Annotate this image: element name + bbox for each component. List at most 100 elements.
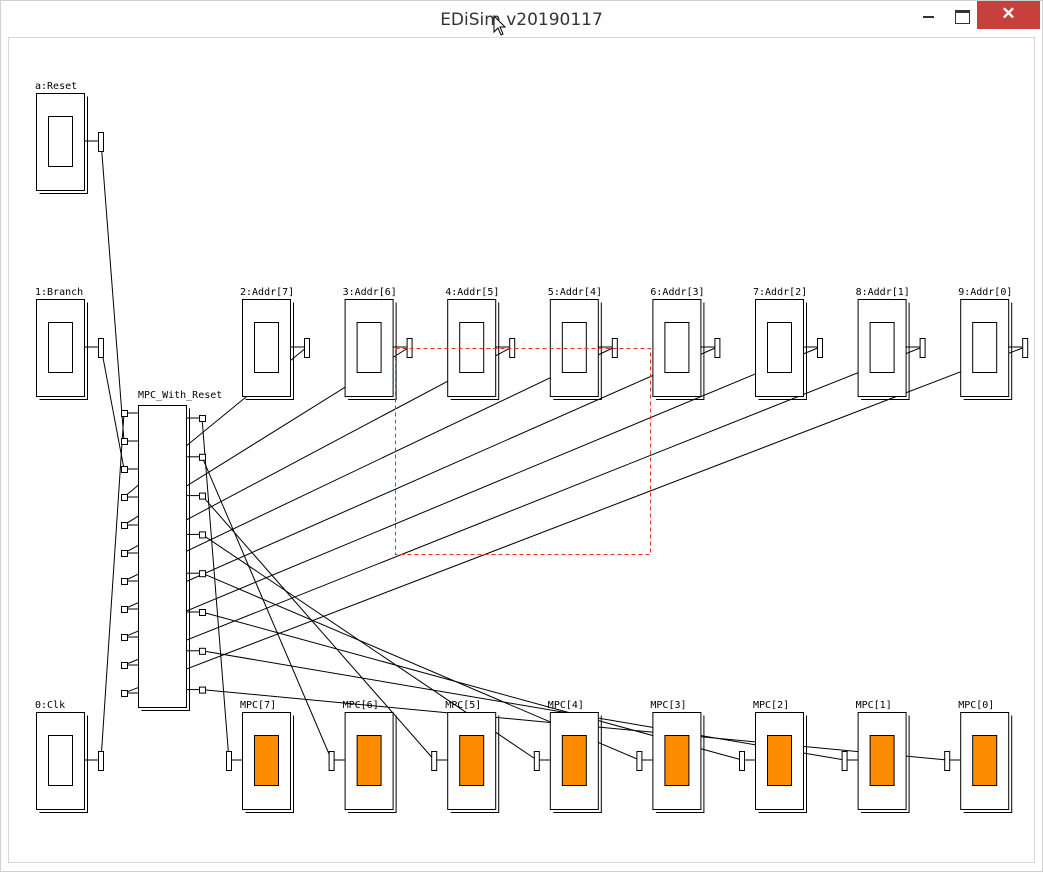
chip-input-pin-7[interactable] <box>121 606 128 613</box>
input-switch-0[interactable] <box>48 116 73 167</box>
chip-output-pin-0[interactable] <box>199 415 206 422</box>
wire-reset <box>100 140 125 442</box>
input-label-0: a:Reset <box>35 81 77 92</box>
chip-input-pin-9[interactable] <box>121 662 128 669</box>
output-pin-6[interactable] <box>841 751 848 771</box>
output-label-2: MPC[5] <box>445 700 481 711</box>
chip-output-pin-2[interactable] <box>199 492 206 500</box>
output-label-1: MPC[6] <box>343 700 379 711</box>
chip-input-pin-5[interactable] <box>121 550 128 557</box>
addr-switch-4[interactable] <box>664 322 690 373</box>
output-block-4-shadow <box>655 715 705 813</box>
output-pin-5[interactable] <box>739 751 745 771</box>
input-block-2-shadow <box>39 715 88 813</box>
addr-pin-0[interactable] <box>304 338 310 358</box>
addr-block-6[interactable] <box>857 299 907 397</box>
chip-output-pin-7[interactable] <box>199 686 206 694</box>
output-label-4: MPC[3] <box>650 700 686 711</box>
addr-label-4: 6:Addr[3] <box>650 287 704 298</box>
chip-input-pin-4[interactable] <box>121 522 128 529</box>
output-block-1-shadow <box>348 715 397 813</box>
addr-block-4-shadow <box>655 302 705 400</box>
addr-switch-6[interactable] <box>869 322 895 373</box>
output-pin-0[interactable] <box>226 751 232 771</box>
addr-pin-7[interactable] <box>1022 338 1029 358</box>
addr-pin-4[interactable] <box>714 338 721 358</box>
output-label-7: MPC[0] <box>958 700 994 711</box>
addr-block-2-shadow <box>450 302 500 400</box>
wire-addr-4 <box>123 346 718 610</box>
addr-label-0: 2:Addr[7] <box>240 287 294 298</box>
input-pin-0[interactable] <box>98 132 104 152</box>
addr-switch-7[interactable] <box>972 322 998 373</box>
addr-pin-6[interactable] <box>919 338 926 358</box>
wire-out-0 <box>201 417 230 761</box>
chip-body[interactable] <box>138 405 187 708</box>
output-label-5: MPC[2] <box>753 700 789 711</box>
addr-switch-0[interactable] <box>254 322 279 373</box>
close-icon: ✕ <box>1001 4 1016 23</box>
output-pin-7[interactable] <box>944 751 951 771</box>
output-block-7-shadow <box>963 715 1013 813</box>
chip-input-pin-1[interactable] <box>121 438 128 445</box>
input-pin-2[interactable] <box>98 751 104 771</box>
output-led-3 <box>561 735 587 786</box>
input-switch-1[interactable] <box>48 322 73 373</box>
addr-switch-1[interactable] <box>356 322 382 373</box>
addr-block-5-shadow <box>758 302 807 400</box>
mouse-cursor-icon <box>493 15 507 36</box>
circuit-diagram[interactable]: a:Reset1:Branch0:Clk2:Addr[7]3:Addr[6]4:… <box>9 38 1034 862</box>
addr-block-7-shadow <box>963 302 1013 400</box>
chip-input-pin-8[interactable] <box>121 634 128 641</box>
output-pin-2[interactable] <box>431 751 438 771</box>
input-pin-1[interactable] <box>98 338 104 358</box>
input-block-1-shadow <box>39 302 88 400</box>
chip-output-pin-5[interactable] <box>199 609 206 616</box>
chip-input-pin-6[interactable] <box>121 578 128 585</box>
addr-block-0-shadow <box>245 302 294 400</box>
output-led-1 <box>356 735 382 786</box>
wire-out-2 <box>201 495 435 761</box>
output-led-2 <box>459 735 485 786</box>
output-block-3-shadow <box>553 715 602 813</box>
chip-input-pin-0[interactable] <box>121 410 128 417</box>
output-pin-4[interactable] <box>636 751 643 771</box>
addr-block-1-shadow <box>348 302 397 400</box>
wire-out-1 <box>201 456 333 761</box>
addr-label-3: 5:Addr[4] <box>548 287 602 298</box>
wire-addr-3 <box>123 346 616 582</box>
chip-input-pin-3[interactable] <box>121 494 128 501</box>
wire-out-5 <box>201 611 743 761</box>
output-block-5-shadow <box>758 715 807 813</box>
chip-output-pin-3[interactable] <box>199 531 206 539</box>
output-led-0 <box>254 735 279 786</box>
input-switch-2[interactable] <box>48 735 73 786</box>
addr-switch-2[interactable] <box>459 322 485 373</box>
addr-label-7: 9:Addr[0] <box>958 287 1012 298</box>
close-button[interactable]: ✕ <box>977 1 1040 29</box>
maximize-button[interactable] <box>947 1 977 29</box>
chip-label: MPC_With_Reset <box>138 390 222 401</box>
addr-switch-5[interactable] <box>767 322 792 373</box>
output-label-3: MPC[4] <box>548 700 584 711</box>
output-pin-1[interactable] <box>328 751 335 771</box>
chip-output-pin-4[interactable] <box>199 570 206 578</box>
wire-out-6 <box>201 650 845 761</box>
title-bar[interactable]: EDiSim v20190117 ✕ <box>1 1 1042 37</box>
chip-body-shadow <box>141 408 190 711</box>
chip-output-pin-6[interactable] <box>199 647 206 655</box>
window-title: EDiSim v20190117 <box>440 10 603 30</box>
chip-output-pin-1[interactable] <box>199 453 206 461</box>
addr-switch-3[interactable] <box>561 322 587 373</box>
input-block-0-shadow <box>39 96 88 194</box>
addr-pin-5[interactable] <box>817 338 823 358</box>
addr-label-2: 4:Addr[5] <box>445 287 499 298</box>
output-block-0-shadow <box>245 715 294 813</box>
output-pin-3[interactable] <box>533 751 540 771</box>
output-block-6-shadow <box>861 715 910 813</box>
chip-input-pin-2[interactable] <box>121 466 128 473</box>
minimize-button[interactable] <box>911 1 947 29</box>
output-led-6 <box>869 735 895 786</box>
chip-input-pin-10[interactable] <box>121 690 128 697</box>
